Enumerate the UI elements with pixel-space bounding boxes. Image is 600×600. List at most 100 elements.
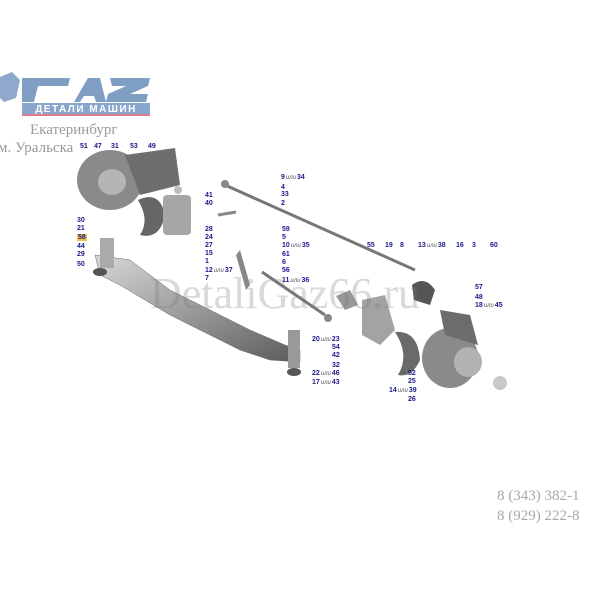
callout-60: 60 (490, 242, 498, 250)
callout-number: 3 (472, 242, 476, 249)
callout-29: 29 (77, 251, 85, 259)
callout-number: 33 (281, 191, 289, 198)
svg-text:ДЕТАЛИ МАШИН: ДЕТАЛИ МАШИН (35, 104, 137, 115)
callout-number: 25 (408, 378, 416, 385)
callout-22: 22или46 (312, 370, 340, 378)
left-hub-assembly (77, 148, 191, 236)
callout-48: 48 (475, 294, 483, 302)
callout-53: 53 (130, 143, 138, 151)
callout-3: 3 (472, 242, 476, 250)
or-text: или (290, 278, 301, 284)
or-text: или (320, 371, 331, 377)
callout-1: 1 (205, 258, 209, 266)
callout-8: 8 (400, 242, 404, 250)
callout-number: 17 (312, 379, 320, 386)
callout-number: 49 (148, 143, 156, 150)
tie-rod (217, 180, 416, 272)
callout-59: 59 (282, 226, 290, 234)
phone-2[interactable]: 8 (929) 222-8 (497, 508, 580, 524)
callout-13: 13или38 (418, 242, 446, 250)
callout-40: 40 (205, 200, 213, 208)
callout-61: 61 (282, 251, 290, 259)
callout-number: 58 (77, 234, 87, 241)
callout-12: 12или37 (205, 267, 233, 275)
callout-number: 12 (205, 267, 213, 274)
callout-number: 13 (418, 242, 426, 249)
or-text: или (285, 175, 296, 181)
callout-number: 14 (389, 387, 397, 394)
address-city: Екатеринбург (30, 122, 118, 138)
callout-number: 8 (400, 242, 404, 249)
callout-number: 2 (281, 200, 285, 207)
callout-alt-number: 23 (331, 336, 340, 343)
callout-number: 28 (205, 226, 213, 233)
callout-number: 52 (408, 370, 416, 377)
callout-number: 19 (385, 242, 393, 249)
callout-57: 57 (475, 284, 483, 292)
callout-5: 5 (282, 234, 286, 242)
callout-number: 24 (205, 234, 213, 241)
callout-28: 28 (205, 226, 213, 234)
callout-number: 57 (475, 284, 483, 291)
callout-alt-number: 39 (408, 387, 417, 394)
callout-9: 9или34 (281, 174, 305, 182)
callout-33: 33 (281, 191, 289, 199)
callout-number: 41 (205, 192, 213, 199)
callout-19: 19 (385, 242, 393, 250)
callout-21: 21 (77, 225, 85, 233)
callout-32: 32 (332, 362, 340, 370)
callout-14: 14или39 (389, 387, 417, 395)
callout-number: 15 (205, 250, 213, 257)
or-text: или (320, 337, 331, 343)
callout-number: 61 (282, 251, 290, 258)
callout-alt-number: 38 (437, 242, 446, 249)
phone-1[interactable]: 8 (343) 382-1 (497, 488, 580, 504)
callout-number: 31 (111, 143, 119, 150)
callout-47: 47 (94, 143, 102, 151)
callout-number: 1 (205, 258, 209, 265)
callout-41: 41 (205, 192, 213, 200)
callout-number: 32 (332, 362, 340, 369)
callout-51: 51 (80, 143, 88, 151)
callout-alt-number: 34 (296, 174, 305, 181)
callout-number: 21 (77, 225, 85, 232)
or-text: или (483, 303, 494, 309)
callout-31: 31 (111, 143, 119, 151)
callout-27: 27 (205, 242, 213, 250)
callout-number: 54 (332, 344, 340, 351)
drag-link (236, 250, 332, 322)
callout-number: 50 (77, 261, 85, 268)
callout-25: 25 (408, 378, 416, 386)
callout-alt-number: 45 (494, 302, 503, 309)
callout-7: 7 (205, 275, 209, 283)
callout-58: 58 (77, 234, 87, 242)
callout-20: 20или23 (312, 336, 340, 344)
callout-number: 51 (80, 143, 88, 150)
or-text: или (397, 388, 408, 394)
callout-alt-number: 36 (301, 277, 310, 284)
or-text: или (290, 243, 301, 249)
callout-number: 10 (282, 242, 290, 249)
or-text: или (426, 243, 437, 249)
callout-number: 40 (205, 200, 213, 207)
callout-52: 52 (408, 370, 416, 378)
callout-4: 4 (281, 184, 285, 192)
callout-number: 22 (312, 370, 320, 377)
callout-number: 55 (367, 242, 375, 249)
callout-11: 11или36 (282, 277, 309, 285)
callout-16: 16 (456, 242, 464, 250)
callout-number: 7 (205, 275, 209, 282)
callout-42: 42 (332, 352, 340, 360)
gaz-logo: ДЕТАЛИ МАШИН (0, 72, 150, 116)
callout-alt-number: 35 (301, 242, 310, 249)
callout-number: 42 (332, 352, 340, 359)
callout-alt-number: 46 (331, 370, 340, 377)
callout-alt-number: 43 (331, 379, 340, 386)
callout-number: 44 (77, 243, 85, 250)
callout-number: 47 (94, 143, 102, 150)
callout-number: 16 (456, 242, 464, 249)
callout-24: 24 (205, 234, 213, 242)
callout-number: 59 (282, 226, 290, 233)
callout-49: 49 (148, 143, 156, 151)
address-street: м. Уральска (0, 140, 74, 156)
